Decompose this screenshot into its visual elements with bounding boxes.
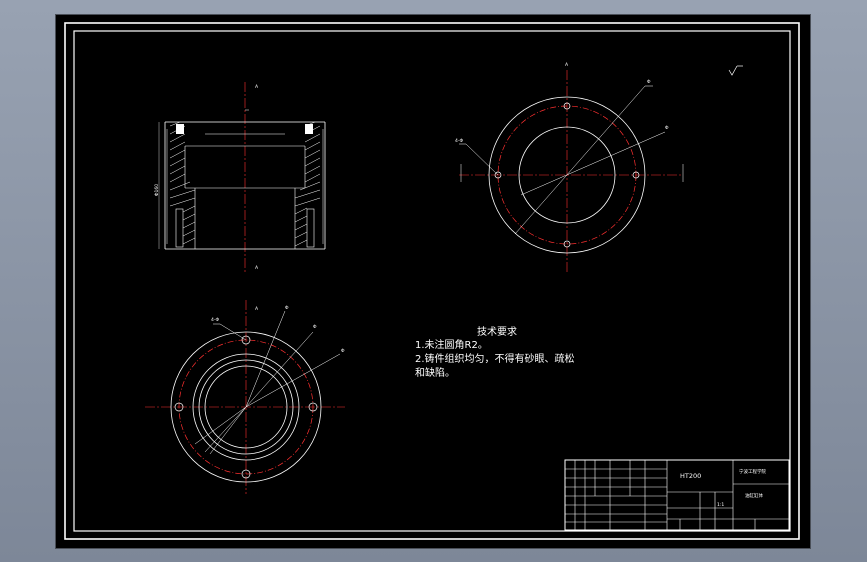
svg-text:Φ: Φ [665,125,669,131]
tech-req-line-1: 1.未注圆角R2。 [415,338,488,351]
technical-requirements: 技术要求 1.未注圆角R2。 2.铸件组织均匀，不得有砂眼、疏松 和缺陷。 [415,325,575,379]
tech-req-line-2: 2.铸件组织均匀，不得有砂眼、疏松 [415,352,575,365]
svg-text:A: A [565,62,569,68]
svg-text:A: A [255,84,259,90]
title-block-scale: 1:1 [717,502,724,508]
svg-text:4-Φ: 4-Φ [211,317,219,323]
flange-view-right: Φ Φ 4-Φ A [455,62,684,274]
tech-req-title: 技术要求 [477,325,517,338]
title-block [564,459,790,531]
svg-text:Φ160: Φ160 [154,184,160,196]
svg-text:Φ: Φ [341,348,345,354]
roughness-symbol [728,65,743,76]
tech-req-line-3: 和缺陷。 [415,366,455,379]
svg-text:Φ: Φ [313,324,317,330]
title-block-material: HT200 [680,472,701,480]
hatch-right [294,121,324,247]
title-block-school: 宁波工程学院 [739,468,766,475]
cad-viewport[interactable]: Φ160 A A Φ Φ 4-Φ A [55,14,811,549]
title-block-part-name: 油缸缸体 [745,492,763,499]
svg-text:4-Φ: 4-Φ [455,138,463,144]
flange-view-left: Φ Φ Φ 4-Φ A [145,300,345,494]
svg-text:Φ: Φ [647,79,651,85]
svg-text:A: A [255,265,259,271]
sheet-outer-border [64,22,800,540]
hatch-left [166,121,196,245]
svg-text:Φ: Φ [285,305,289,311]
cad-drawing: Φ160 A A Φ Φ 4-Φ A [64,22,800,540]
section-view: Φ160 A A [154,82,326,272]
svg-text:A: A [255,306,259,312]
sheet-inner-border [73,30,791,532]
